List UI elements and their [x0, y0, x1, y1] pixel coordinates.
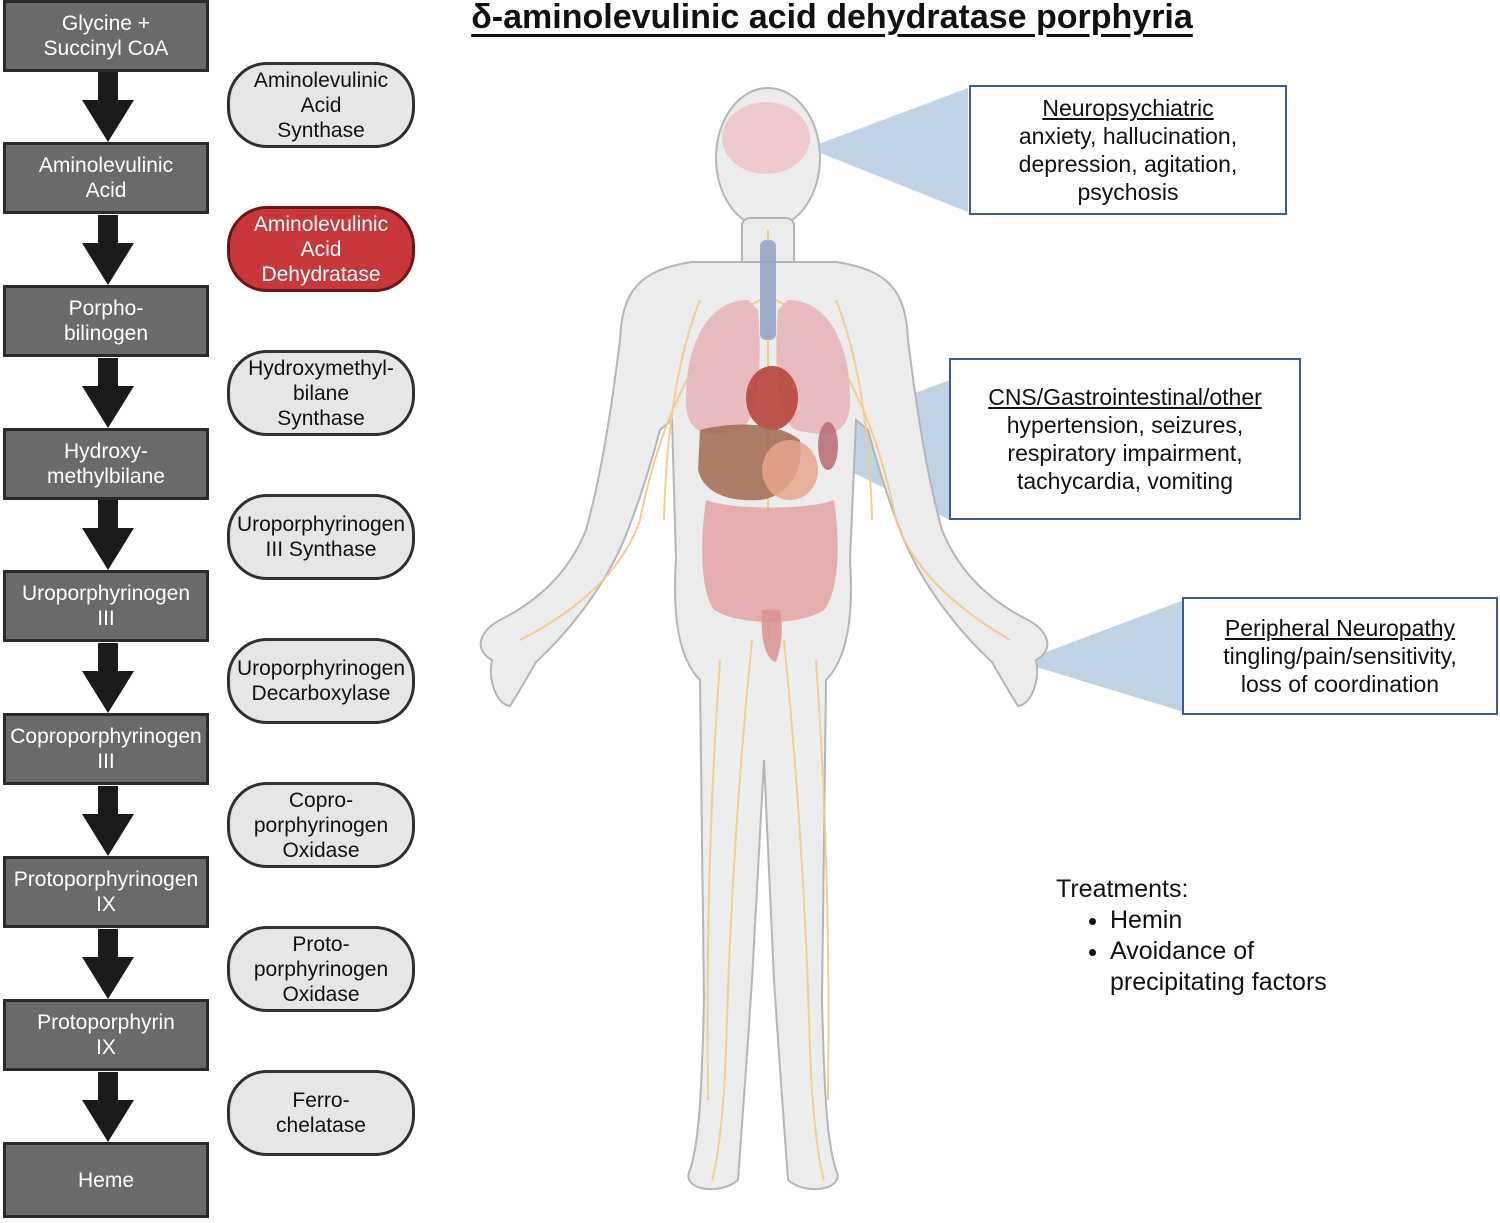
cns-heading: CNS/Gastrointestinal/other [988, 384, 1262, 410]
enzyme-uroporphyrinogen-iii-synthase: Uroporphyrinogen III Synthase [227, 494, 415, 580]
pathway-step-protoporphyrinogen-ix: Protoporphyrinogen IX [3, 856, 209, 928]
pathway-arrow [82, 358, 134, 428]
cns-line: respiratory impairment, [1007, 440, 1243, 466]
treatments-list: Hemin Avoidance of precipitating factors [1056, 905, 1386, 998]
rectum [761, 610, 782, 662]
pathway-arrow [82, 643, 134, 713]
peripheral-neuropathy-callout: Peripheral Neuropathy tingling/pain/sens… [1182, 597, 1498, 715]
neuropsychiatric-line: depression, agitation, [1018, 151, 1238, 177]
intestines [702, 500, 838, 622]
enzyme-ala-synthase: Aminolevulinic Acid Synthase [227, 62, 415, 148]
peripheral-heading: Peripheral Neuropathy [1224, 615, 1456, 641]
pathway-arrow [82, 786, 134, 856]
neuropsychiatric-line: psychosis [1077, 179, 1179, 205]
pathway-arrow [82, 929, 134, 999]
neuropsychiatric-heading: Neuropsychiatric [1042, 95, 1214, 121]
enzyme-uroporphyrinogen-decarboxylase: Uroporphyrinogen Decarboxylase [227, 638, 415, 724]
pathway-step-aminolevulinic-acid: Aminolevulinic Acid [3, 142, 209, 214]
neuropsychiatric-line: anxiety, hallucination, [1018, 123, 1238, 149]
heart [746, 366, 798, 430]
trachea [760, 240, 776, 340]
peripheral-callout-beam [1020, 600, 1184, 712]
neuropsychiatric-callout: Neuropsychiatric anxiety, hallucination,… [969, 85, 1287, 215]
enzyme-hydroxymethylbilane-synthase: Hydroxymethyl- bilane Synthase [227, 350, 415, 436]
diagram-title: δ-aminolevulinic acid dehydratase porphy… [471, 0, 1193, 36]
neuro-callout-beam [808, 88, 968, 212]
pathway-step-hydroxymethylbilane: Hydroxy- methylbilane [3, 428, 209, 500]
pathway-step-coproporphyrinogen-iii: Coproporphyrinogen III [3, 713, 209, 785]
enzyme-coproporphyrinogen-oxidase: Copro- porphyrinogen Oxidase [227, 782, 415, 868]
kidney [818, 422, 838, 470]
cns-line: hypertension, seizures, [1006, 412, 1244, 438]
treatments-section: Treatments: Hemin Avoidance of precipita… [1056, 874, 1386, 998]
peripheral-line: tingling/pain/sensitivity, [1223, 643, 1457, 669]
pathway-step-porphobilinogen: Porpho- bilinogen [3, 285, 209, 357]
pathway-arrow [82, 72, 134, 142]
enzyme-ala-dehydratase: Aminolevulinic Acid Dehydratase [227, 206, 415, 292]
treatment-item: Avoidance of precipitating factors [1110, 936, 1386, 998]
enzyme-ferrochelatase: Ferro- chelatase [227, 1070, 415, 1156]
pathway-arrow [82, 215, 134, 285]
enzyme-protoporphyrinogen-oxidase: Proto- porphyrinogen Oxidase [227, 926, 415, 1012]
pathway-step-uroporphyrinogen-iii: Uroporphyrinogen III [3, 570, 209, 642]
stomach [762, 440, 818, 500]
pathway-step-glycine-succinyl-coa: Glycine + Succinyl CoA [3, 0, 209, 72]
left-lung [686, 300, 760, 434]
treatments-heading: Treatments: [1056, 875, 1189, 903]
brain [722, 102, 810, 174]
cns-line: tachycardia, vomiting [1016, 468, 1234, 494]
pathway-step-heme: Heme [3, 1142, 209, 1218]
treatment-item: Hemin [1110, 905, 1386, 936]
peripheral-line: loss of coordination [1240, 671, 1440, 697]
pathway-arrow [82, 1072, 134, 1142]
cns-gastrointestinal-callout: CNS/Gastrointestinal/other hypertension,… [949, 358, 1301, 520]
pathway-step-protoporphyrin-ix: Protoporphyrin IX [3, 999, 209, 1071]
pathway-arrow [82, 500, 134, 570]
